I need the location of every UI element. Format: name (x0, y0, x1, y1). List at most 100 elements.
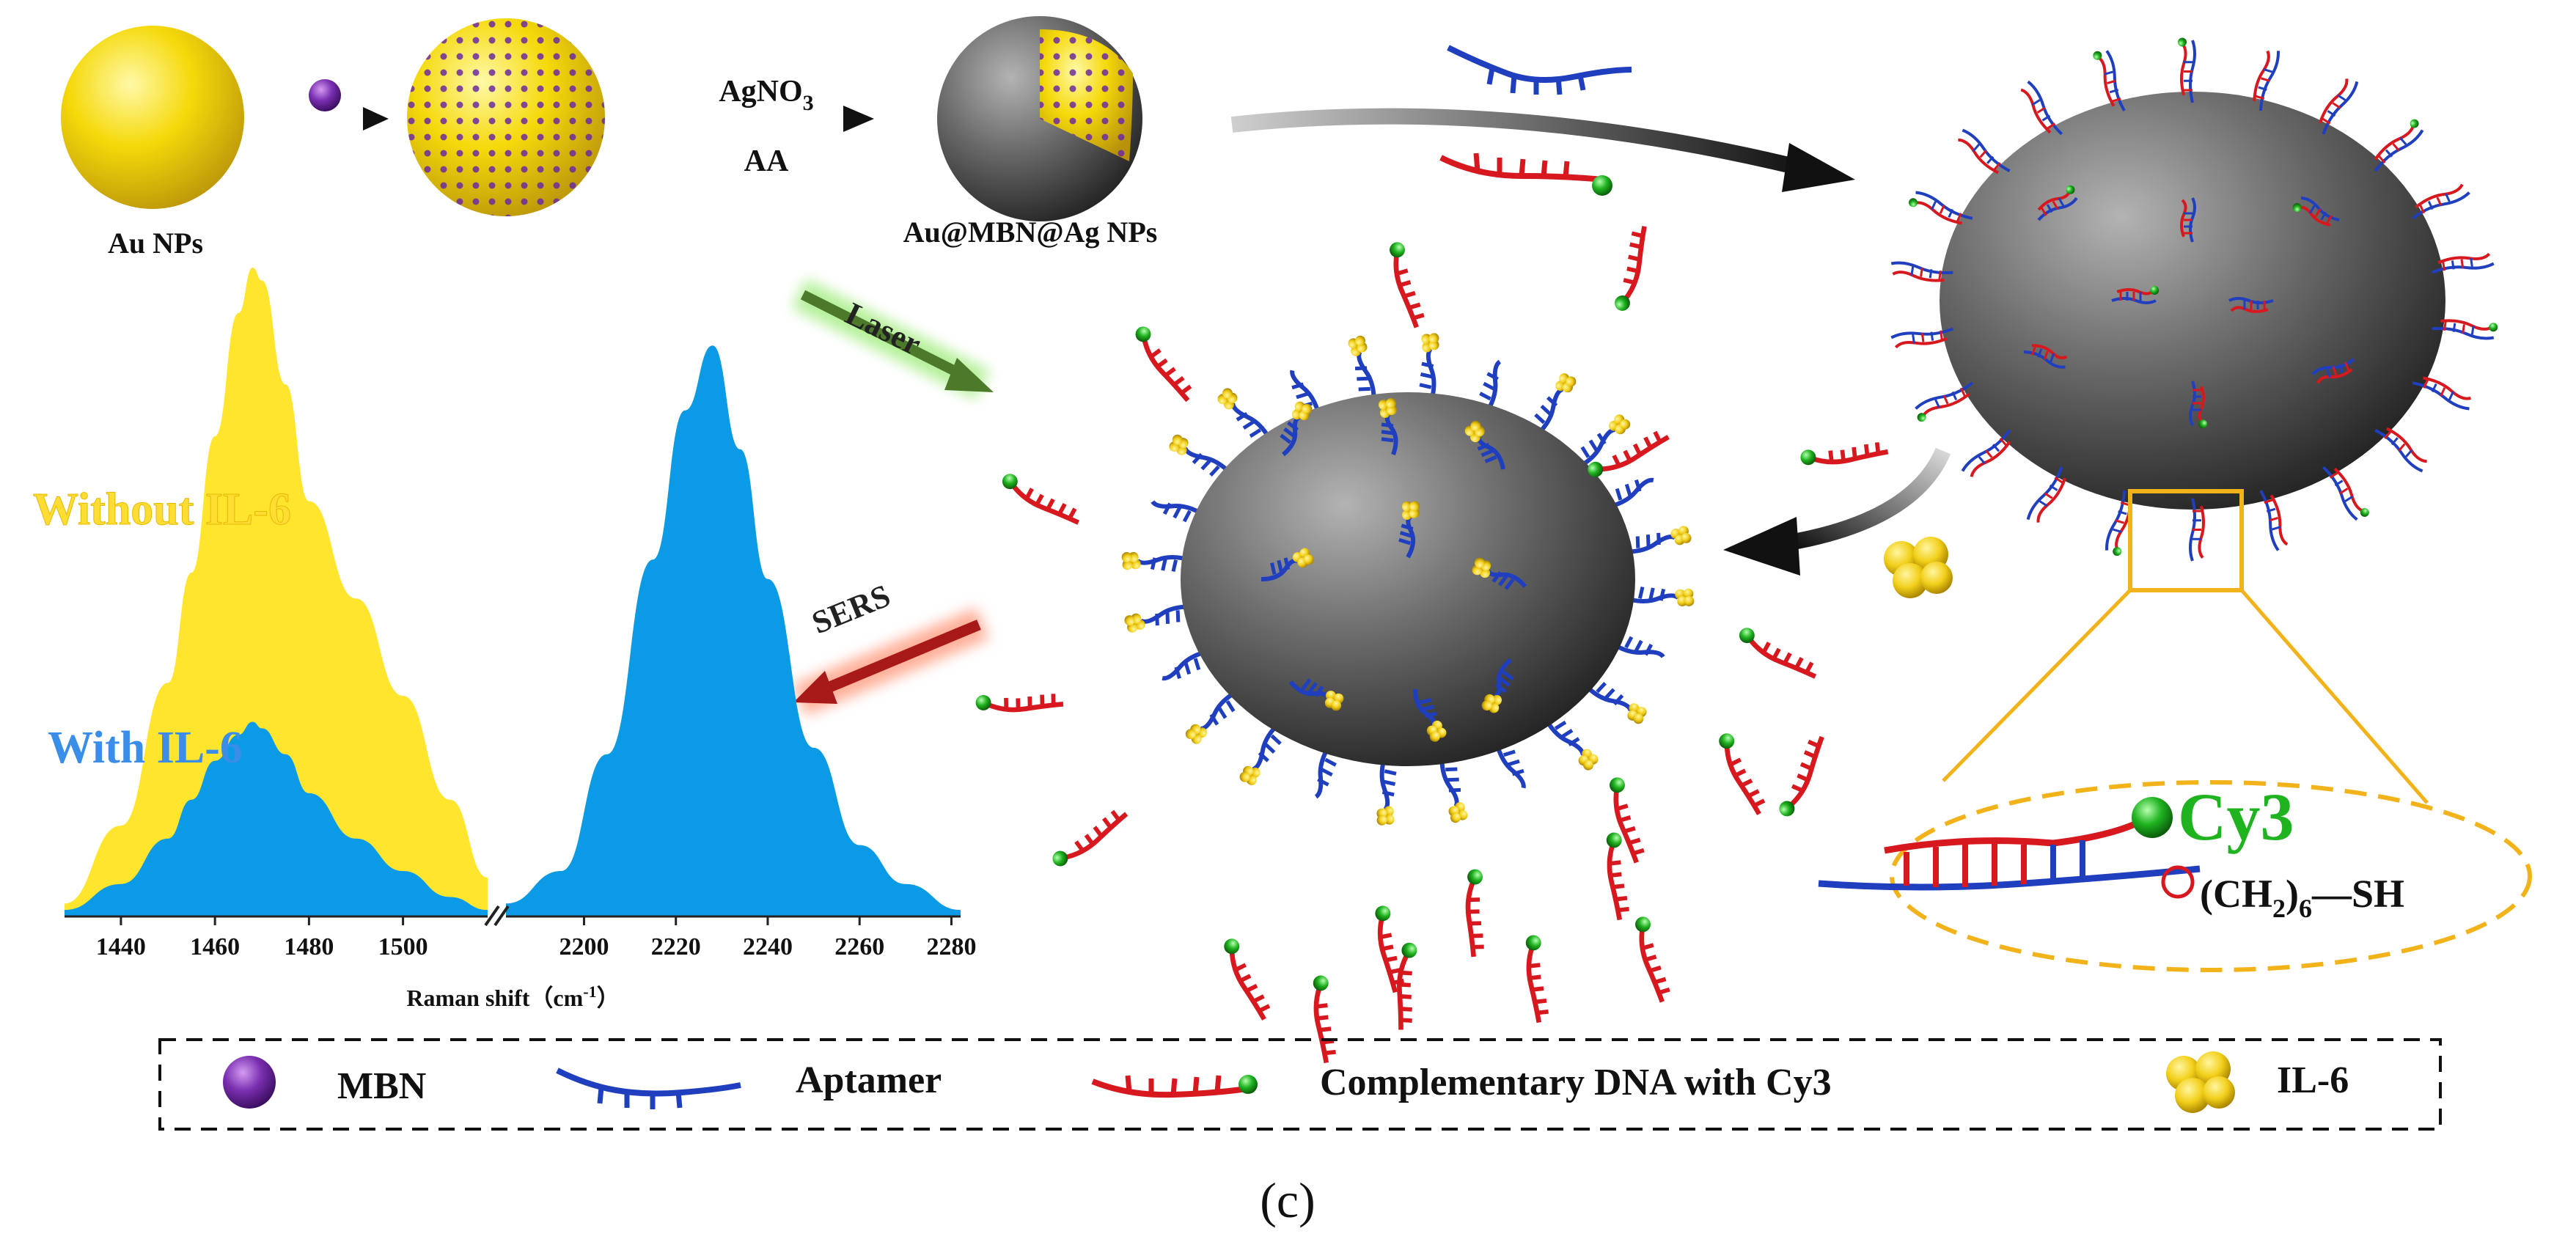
reagent-aa: AA (744, 144, 789, 178)
surface-duplex-strands (2023, 185, 2355, 429)
spectrum-xlabel: Raman shift（cm-1） (406, 982, 620, 1011)
legend-frame (158, 1038, 2442, 1131)
duplex-strand (2259, 490, 2289, 551)
free-cdna-strand (1313, 975, 1336, 1064)
free-cdna-strand (1635, 916, 1670, 1003)
legend-aptamer-icon (556, 1068, 741, 1109)
duplex-strand (1909, 191, 1973, 225)
legend-mbn-icon (223, 1056, 276, 1109)
aptamer-il6-nanoparticle (1121, 333, 1695, 826)
synthesis-row: Au NPs AgNO3 AA Au@MBN@Ag NPs (61, 16, 1855, 260)
au-mbn-ag-label: Au@MBN@Ag NPs (903, 216, 1158, 249)
free-cdna-strand (1224, 938, 1271, 1021)
duplex-strand (1890, 327, 1954, 349)
duplex-strand (2093, 50, 2126, 111)
legend-cdna-icon (1091, 1075, 1258, 1098)
tick-label: 2280 (926, 933, 976, 960)
duplex-strand (2432, 319, 2498, 340)
tick-label: 2200 (559, 933, 609, 960)
aptamer-strand (1579, 678, 1647, 724)
zoom-callout: Cy3 (CH2)6—SH (1818, 589, 2532, 972)
free-cdna-strand (1739, 628, 1817, 679)
duplex-strand (2020, 80, 2063, 136)
surface-duplex-strand (2037, 185, 2078, 221)
axis-break-1 (484, 905, 500, 927)
panel-label: (c) (1260, 1172, 1315, 1228)
linker-label: (CH2)6—SH (2200, 872, 2404, 923)
aptamer-strand (1185, 686, 1244, 744)
arrow-release (1788, 447, 1951, 551)
functionalized-nanoparticle (1890, 37, 2498, 592)
au-nanoparticle (61, 26, 244, 209)
free-cdna-strand (1800, 442, 1889, 466)
au-np-label: Au NPs (108, 227, 203, 260)
surface-duplex-strand (2180, 197, 2196, 243)
aptamer-strand-icon (1447, 45, 1632, 95)
free-cdna-strand (975, 694, 1064, 713)
legend-il6-icon (2166, 1051, 2235, 1113)
tick-label: 1460 (190, 933, 240, 960)
free-cdna-strands (975, 226, 1889, 1064)
free-cdna-strand (1397, 942, 1417, 1030)
surface-aptamer-strand (1481, 658, 1514, 713)
duplex-strand (2374, 427, 2427, 473)
duplex-strand (2374, 119, 2424, 172)
surface-aptamer-strand (1379, 398, 1398, 456)
tick-label: 1480 (284, 933, 334, 960)
laser-arrow: Laser (792, 279, 994, 400)
cdna-cy3-strand-icon (1439, 153, 1612, 196)
free-cdna-strand (1719, 733, 1766, 815)
free-cdna-strand (1588, 430, 1670, 477)
legend: MBN Aptamer Complementary DNA with Cy3 I… (158, 1038, 2442, 1131)
free-cdna-strand (1002, 474, 1080, 525)
reagent-agno3: AgNO3 (719, 75, 813, 115)
spectrum-area-with-il6-seg1 (65, 721, 488, 916)
tick-label: 2220 (651, 933, 701, 960)
axis-break-2 (493, 905, 510, 927)
sers-label: SERS (807, 578, 895, 642)
duplex-strand (1961, 429, 2011, 477)
surface-aptamer-strand (1288, 678, 1344, 711)
legend-cdna-label: Complementary DNA with Cy3 (1320, 1062, 1832, 1103)
surface-duplex-strand (2228, 297, 2274, 313)
tick-label: 1500 (378, 933, 428, 960)
zoom-box (2128, 489, 2244, 592)
surface-aptamer-strand (1398, 501, 1420, 559)
free-cdna-strand (1465, 869, 1484, 958)
free-cdna-strand (1052, 809, 1129, 867)
free-cdna-strand (1390, 242, 1425, 328)
aptamer-strand (1151, 500, 1211, 523)
free-cdna-strand (1610, 777, 1645, 864)
free-cdna-strand (1615, 226, 1647, 311)
sers-arrow: SERS (793, 578, 989, 716)
surface-duplex-strand (2311, 358, 2355, 384)
duplex-strand (2431, 252, 2495, 274)
tick-label: 1440 (96, 933, 146, 960)
surface-duplex-strand (2111, 286, 2159, 304)
surface-aptamer-strand (1472, 557, 1527, 590)
tick-label: 2240 (743, 933, 793, 960)
thiol-anchor-marker (2161, 865, 2195, 899)
spectrum-area-without-il6-seg1 (65, 268, 488, 916)
il6-protein-icon (1884, 537, 1953, 598)
arrow-to-functionalized (1230, 108, 1806, 177)
tick-label: 2260 (834, 933, 884, 960)
spectrum-ticks: 1440 1460 1480 1500 2200 2220 2240 2260 2280 (96, 916, 976, 960)
surface-aptamer-strand (1413, 688, 1447, 742)
surface-aptamer-strands (1261, 398, 1527, 742)
surface-aptamer-strand (1261, 548, 1314, 581)
duplex-strand (2178, 37, 2196, 103)
surface-duplex-strand (2292, 196, 2340, 227)
surface-duplex-strand (2189, 381, 2207, 429)
duplex-strand (2189, 498, 2205, 562)
cy3-label: Cy3 (2178, 779, 2294, 854)
spectrum-area-marks (65, 268, 961, 916)
surface-aptamer-strand (1464, 420, 1505, 470)
label-without-il6: Without IL-6 (33, 485, 291, 534)
duplex-strand (2322, 466, 2369, 521)
cy3-dye-sphere (2132, 797, 2173, 838)
duplex-strand (1915, 381, 1974, 422)
mbn-molecule-icon (309, 79, 341, 111)
duplex-strand (2411, 183, 2470, 220)
